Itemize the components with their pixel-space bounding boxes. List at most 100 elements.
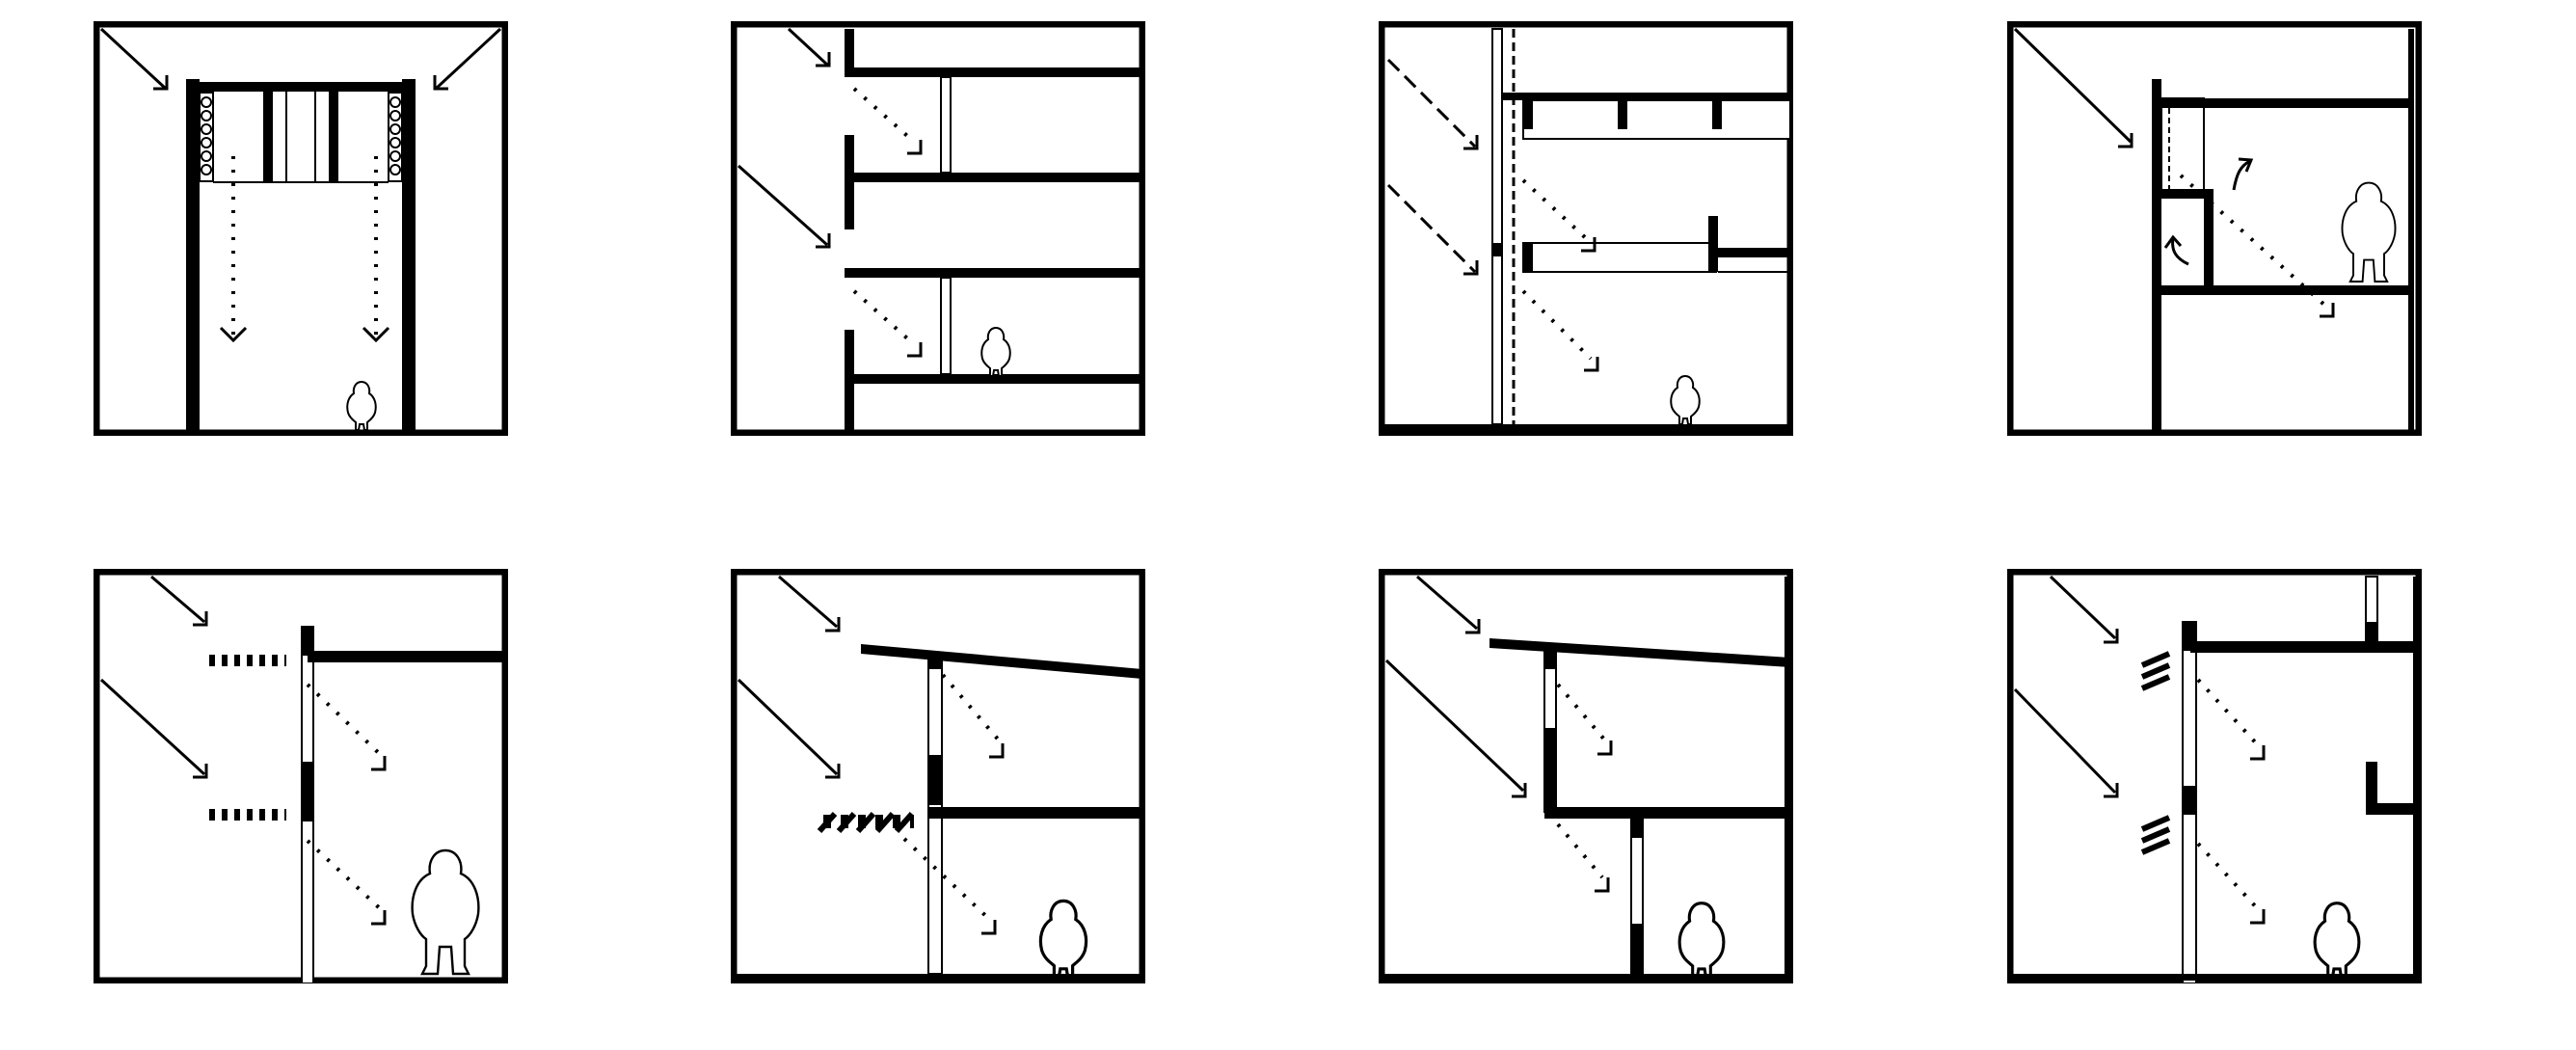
light-path — [1521, 289, 1593, 361]
glazing — [940, 277, 952, 375]
wall-segment — [845, 29, 854, 75]
floor-slab — [928, 807, 1142, 819]
person-icon — [1038, 899, 1088, 981]
wall-segment — [302, 762, 313, 821]
ray-arrow-icon — [2104, 629, 2119, 644]
ground-slab — [734, 974, 1142, 981]
panel-7 — [1379, 569, 1793, 983]
light-arrow-icon — [907, 140, 923, 155]
louvre-rib — [1618, 100, 1627, 129]
sun-ray — [2013, 27, 2133, 144]
floor-slab — [1544, 807, 1790, 819]
left-wall — [186, 79, 200, 431]
sun-ray — [1386, 183, 1477, 274]
ray-arrow-icon — [825, 764, 841, 779]
person-icon — [2313, 902, 2361, 980]
wall-segment — [928, 656, 942, 669]
wall-segment — [2183, 786, 2196, 815]
person-icon — [1677, 902, 1726, 980]
shaft-wall — [263, 92, 273, 182]
person-icon — [1670, 375, 1701, 425]
roof-slab — [2190, 641, 2419, 653]
light-arrow-icon — [981, 920, 997, 935]
slab-joint — [1492, 243, 1502, 256]
light-arrow-icon — [2250, 745, 2266, 761]
light-arrow-icon — [371, 756, 387, 771]
light-arrow-icon — [219, 326, 248, 343]
right-wall — [2413, 577, 2419, 981]
louvre-rib — [1523, 243, 1533, 272]
light-path — [2196, 678, 2262, 749]
vertical-fin — [2140, 651, 2171, 855]
light-arrow-icon — [1584, 357, 1599, 372]
light-path — [1556, 822, 1604, 879]
floor-slab — [2152, 285, 2414, 295]
light-arrow-icon — [907, 342, 923, 358]
ray-arrow-icon — [193, 611, 208, 627]
panel-frame — [2007, 569, 2422, 983]
panel-4 — [2007, 21, 2422, 436]
wall-segment — [928, 755, 942, 805]
glazing — [940, 76, 952, 174]
ray-arrow-icon — [1465, 619, 1481, 634]
ray-arrow-icon — [825, 617, 841, 633]
ray-arrow-icon — [816, 233, 831, 249]
column — [1708, 216, 1718, 272]
clerestory-diagram — [1379, 569, 1793, 983]
panel-frame — [1379, 569, 1793, 983]
sun-ray — [99, 27, 168, 91]
person-icon — [346, 381, 377, 431]
light-arrow-icon — [1581, 237, 1597, 253]
light-path — [852, 289, 916, 346]
light-path — [902, 837, 993, 923]
ray-arrow-icon — [1512, 783, 1527, 798]
sun-ray — [738, 164, 828, 247]
louvre-beam — [1522, 242, 1717, 273]
sun-ray — [778, 575, 838, 629]
louvre-beam — [1522, 99, 1791, 140]
roof-slab — [2152, 98, 2414, 108]
facade-glazing — [1491, 28, 1503, 425]
panel-2 — [731, 21, 1145, 436]
right-wall — [402, 79, 416, 431]
panel-5 — [94, 569, 508, 983]
sun-ray — [434, 27, 502, 91]
panel-1 — [94, 21, 508, 436]
sloped-roof-diagram — [731, 569, 1145, 983]
light-arrow-icon — [371, 910, 387, 926]
sloped-roof-slab — [1489, 638, 1790, 667]
roof-slab — [186, 82, 416, 92]
wall-segment — [1544, 728, 1556, 817]
floor-slab — [845, 67, 1142, 77]
light-path — [306, 839, 385, 913]
ray-arrow-icon — [2104, 783, 2119, 798]
airflow-arrow-icon — [2238, 157, 2254, 173]
wall-segment — [1631, 819, 1643, 838]
sun-ray — [1416, 575, 1478, 631]
wall-segment — [302, 627, 313, 656]
sloped-roof-slab — [861, 644, 1142, 679]
ray-arrow-icon — [816, 52, 831, 67]
light-path — [2179, 174, 2327, 308]
outer-wall — [2152, 79, 2161, 436]
balcony-slab — [2366, 803, 2419, 815]
sun-ray — [1384, 659, 1525, 793]
ground-slab — [1382, 424, 1790, 433]
panel-3 — [1379, 21, 1793, 436]
louvre-rib — [1712, 100, 1722, 129]
panel-frame — [2007, 21, 2422, 436]
louvre-rib — [1523, 100, 1533, 129]
double-facade-diagram — [2007, 21, 2422, 436]
light-arrow-icon — [1595, 877, 1610, 893]
cavity-shelf — [2161, 189, 2214, 199]
horizontal-louvre-diagram — [94, 569, 508, 983]
sun-ray — [1386, 58, 1477, 148]
ground-slab — [1382, 974, 1790, 981]
vertical-fin-diagram — [2007, 569, 2422, 983]
balcony-wall — [2366, 762, 2377, 815]
light-path — [941, 673, 1003, 744]
sun-ray — [99, 678, 206, 776]
ray-arrow-icon — [1463, 260, 1479, 276]
wall-segment — [2366, 622, 2377, 641]
sun-ray — [787, 27, 829, 67]
